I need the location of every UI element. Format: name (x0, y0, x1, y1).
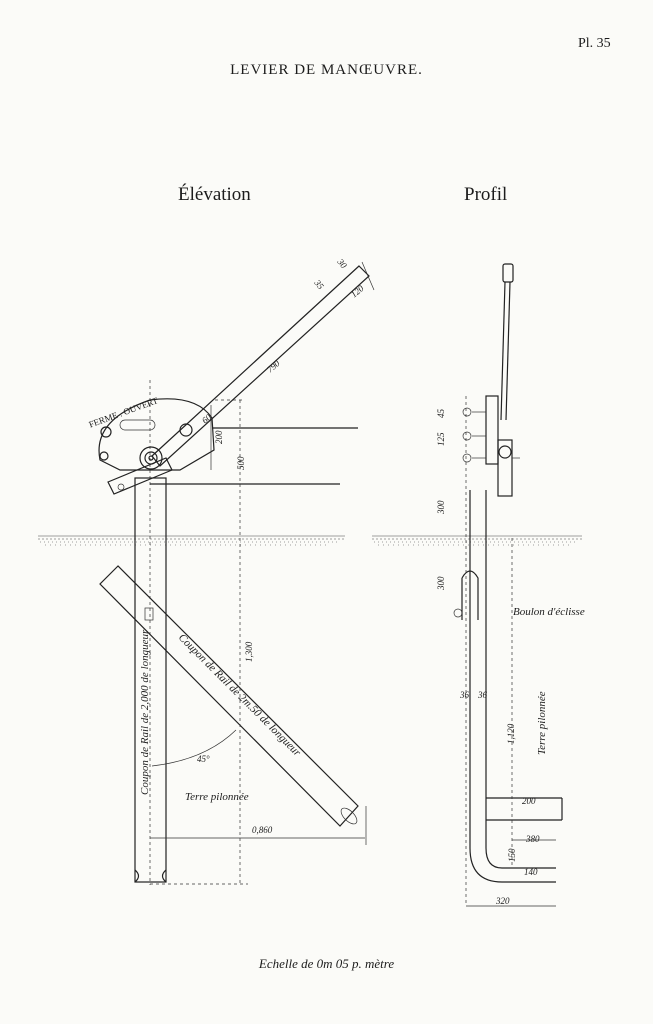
dim-60: 60 (200, 412, 214, 426)
dim-320: 320 (495, 896, 510, 906)
dim-30: 30 (335, 256, 349, 270)
dim-140: 140 (524, 867, 538, 877)
ground-elevation (38, 535, 345, 546)
dim-300-upper: 300 (436, 500, 446, 515)
dim-300-lower: 300 (436, 576, 446, 591)
plate-number: Pl. 35 (578, 36, 611, 51)
dim-45: 45 (436, 409, 446, 419)
profile-title: Profil (464, 184, 508, 205)
dim-125: 125 (436, 432, 446, 446)
dim-380: 380 (525, 834, 540, 844)
ferme-ouvert-label: FERME . OUVERT (87, 395, 159, 429)
profile-bracket (462, 395, 520, 497)
drawing-title: LEVIER DE MANŒUVRE. (230, 62, 423, 78)
dim-500: 500 (236, 456, 246, 470)
terre-elevation-label: Terre pilonnée (185, 791, 249, 803)
sector-plate (98, 398, 215, 495)
dim-0860: 0,860 (252, 825, 273, 835)
terre-profile-label: Terre pilonnée (536, 691, 548, 755)
elevation-title: Élévation (178, 184, 251, 205)
dim-200: 200 (214, 430, 224, 444)
transmission-rods (150, 427, 358, 485)
dim-200-profile: 200 (522, 796, 536, 806)
dim-1300: 1,300 (244, 641, 254, 662)
dim-36-left: 36 (459, 690, 470, 700)
boulon-label: Boulon d'éclisse (513, 606, 585, 618)
dim-1120: 1,120 (506, 723, 516, 744)
rail-vertical-label: Coupon de Rail de 2,000 de longueur (139, 629, 151, 795)
profile-lever (500, 263, 514, 421)
rail-diagonal-label: Coupon de Rail de 2m.50 de longueur (176, 632, 304, 760)
diagonal-rail (99, 565, 359, 827)
dim-150: 150 (507, 848, 517, 862)
elevation-dimension-lines (150, 399, 367, 885)
angle-label: 45° (197, 754, 210, 764)
dim-120: 120 (349, 283, 366, 300)
scale-caption: Echelle de 0m 05 p. mètre (258, 956, 395, 971)
dim-35: 35 (312, 277, 326, 291)
lever-handle (151, 261, 375, 467)
dim-790: 790 (265, 358, 282, 375)
dim-36-right: 36 (477, 690, 488, 700)
profile-post (453, 490, 563, 883)
ground-profile (372, 535, 582, 546)
profile-dimension-lines (465, 396, 556, 907)
